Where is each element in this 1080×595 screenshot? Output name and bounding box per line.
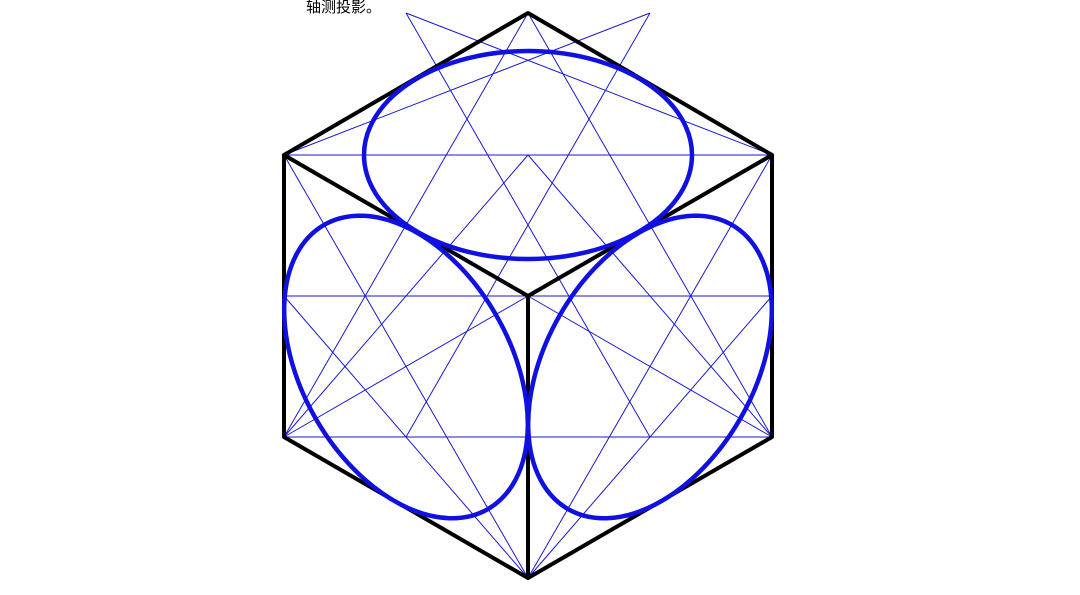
right-face-ellipse (525, 213, 775, 521)
left-face-ellipse (281, 213, 531, 521)
figure-caption: 轴测投影。 (306, 0, 382, 16)
isometric-ellipses (281, 48, 775, 521)
construction-diag-left-4 (283, 154, 529, 438)
construction-diag-star-2 (405, 12, 651, 438)
construction-diag-right-2 (527, 295, 773, 438)
construction-diag-right-4 (527, 154, 773, 438)
top-face-ellipse (361, 48, 695, 262)
construction-diag-top-2 (405, 12, 773, 156)
construction-diag-top-1 (283, 12, 651, 156)
construction-diag-left-2 (283, 295, 529, 438)
